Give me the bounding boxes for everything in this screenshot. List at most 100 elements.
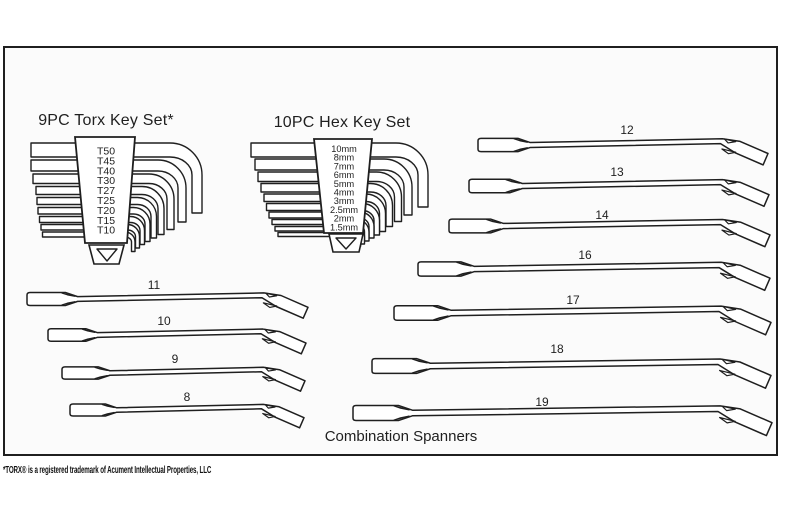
hex-key-size-label: 6mm	[334, 170, 355, 180]
torx-clip-triangle-icon	[96, 248, 118, 262]
spanner-13-neck-notch	[723, 179, 737, 185]
spanner-9-jaw-notch	[94, 366, 108, 372]
spanner-11-jaw-notch	[61, 301, 76, 306]
torx-key-T45	[30, 159, 187, 223]
spanner-13-neck-notch	[721, 189, 737, 196]
hex-key-size-label: 2.5mm	[330, 205, 358, 215]
torx-key-T40	[32, 173, 175, 231]
torx-key-size-label: T25	[97, 195, 115, 207]
spanner-18-neck-notch	[721, 358, 736, 365]
spanner-16-body	[417, 261, 771, 292]
spanner-19: 19	[352, 395, 773, 437]
spanner-11-neck-notch	[262, 302, 278, 309]
spanner-14-jaw-notch	[486, 228, 502, 234]
torx-key-size-label: T40	[97, 165, 115, 177]
hex-key-7mm	[257, 171, 403, 223]
spanner-14-size-label: 14	[595, 208, 609, 222]
spanner-13-jaw-notch	[505, 179, 521, 184]
spanner-19-body	[352, 404, 773, 437]
spanner-17-neck-notch	[719, 316, 737, 324]
spanner-19-neck-notch	[718, 416, 736, 424]
spanner-16: 16	[417, 248, 771, 292]
spanner-14-neck-notch	[723, 219, 737, 225]
spanner-18-neck-notch	[718, 369, 736, 377]
spanner-12-neck-notch	[723, 138, 737, 144]
torx-key-size-label: T10	[97, 225, 115, 237]
spanner-16-size-label: 16	[578, 248, 592, 262]
spanner-10: 10	[47, 314, 307, 355]
spanner-18-size-label: 18	[550, 342, 564, 356]
trademark-footnote: *TORX® is a registered trademark of Acum…	[3, 465, 212, 476]
spanner-14-jaw-notch	[486, 218, 502, 224]
spanner-14-body	[448, 218, 771, 248]
hex-key-size-label: 8mm	[334, 153, 355, 163]
spanner-18-jaw-notch	[411, 358, 428, 364]
spanner-10-jaw-notch	[81, 337, 96, 342]
spanner-9-neck-notch	[264, 366, 277, 372]
spanner-10-jaw-notch	[81, 328, 96, 333]
hex-clip-triangle-icon	[335, 237, 357, 250]
torx-holder	[74, 136, 136, 244]
spanner-18-jaw-notch	[411, 368, 428, 374]
spanner-17-body	[393, 304, 772, 336]
hex-key-6mm	[260, 182, 394, 228]
spanner-11: 11	[26, 278, 309, 319]
hex-holder	[312, 138, 373, 234]
spanner-12-jaw-notch	[513, 147, 528, 152]
spanner-13: 13	[468, 165, 770, 208]
torx-key-T25	[37, 206, 151, 243]
spanner-12: 12	[477, 123, 769, 166]
torx-key-size-label: T15	[97, 215, 115, 227]
spanner-16-neck-notch	[722, 261, 736, 268]
spanner-17-jaw-notch	[432, 315, 449, 321]
spanner-8-jaw-notch	[101, 403, 115, 409]
torx-key-size-label: T20	[97, 205, 115, 217]
spanner-19-jaw-notch	[393, 405, 410, 411]
hex-key-size-label: 7mm	[334, 161, 355, 171]
spanner-10-size-label: 10	[157, 314, 171, 328]
torx-key-T27	[36, 196, 158, 239]
hex-key-size-label: 3mm	[334, 196, 355, 206]
spanner-8-jaw-notch	[101, 411, 115, 417]
spanner-10-neck-notch	[261, 338, 277, 344]
spanner-17: 17	[393, 293, 772, 336]
spanner-11-jaw-notch	[61, 292, 76, 297]
spanner-17-neck-notch	[722, 305, 737, 312]
torx-set-title: 9PC Torx Key Set*	[38, 112, 174, 129]
spanner-16-jaw-notch	[456, 271, 472, 277]
hex-key-size-label: 5mm	[334, 179, 355, 189]
spanner-9-body	[61, 366, 306, 392]
spanner-11-body	[26, 291, 309, 319]
spanner-11-size-label: 11	[148, 278, 161, 292]
spanner-19-size-label: 19	[535, 395, 549, 409]
spanner-8-neck-notch	[262, 412, 276, 419]
torx-key-size-label: T27	[97, 185, 115, 197]
spanner-12-body	[477, 137, 769, 166]
spanner-9: 9	[61, 352, 306, 392]
hex-key-size-label: 2mm	[334, 214, 355, 224]
spanner-19-jaw-notch	[393, 415, 410, 421]
spanner-9-size-label: 9	[172, 352, 179, 366]
spanner-19-neck-notch	[721, 405, 736, 412]
spanner-8-body	[69, 403, 305, 429]
spanner-14: 14	[448, 208, 771, 248]
hex-set-title: 10PC Hex Key Set	[273, 114, 411, 131]
spanner-8-neck-notch	[264, 404, 276, 409]
spanner-9-neck-notch	[262, 376, 277, 382]
hex-key-size-label: 1.5mm	[330, 222, 358, 232]
spanner-10-body	[47, 327, 307, 355]
spanner-12-jaw-notch	[513, 138, 528, 143]
spanner-10-neck-notch	[264, 328, 276, 334]
spanner-8: 8	[69, 390, 305, 429]
spanner-12-size-label: 12	[620, 123, 634, 137]
torx-key-size-label: T30	[97, 175, 115, 187]
spanner-17-size-label: 17	[566, 293, 580, 307]
spanners-caption: Combination Spanners	[324, 428, 478, 445]
torx-key-T30	[35, 185, 165, 236]
spanner-18: 18	[371, 342, 772, 389]
spanner-16-neck-notch	[719, 272, 736, 279]
hex-key-size-label: 10mm	[331, 144, 357, 154]
spanner-9-jaw-notch	[94, 374, 108, 380]
